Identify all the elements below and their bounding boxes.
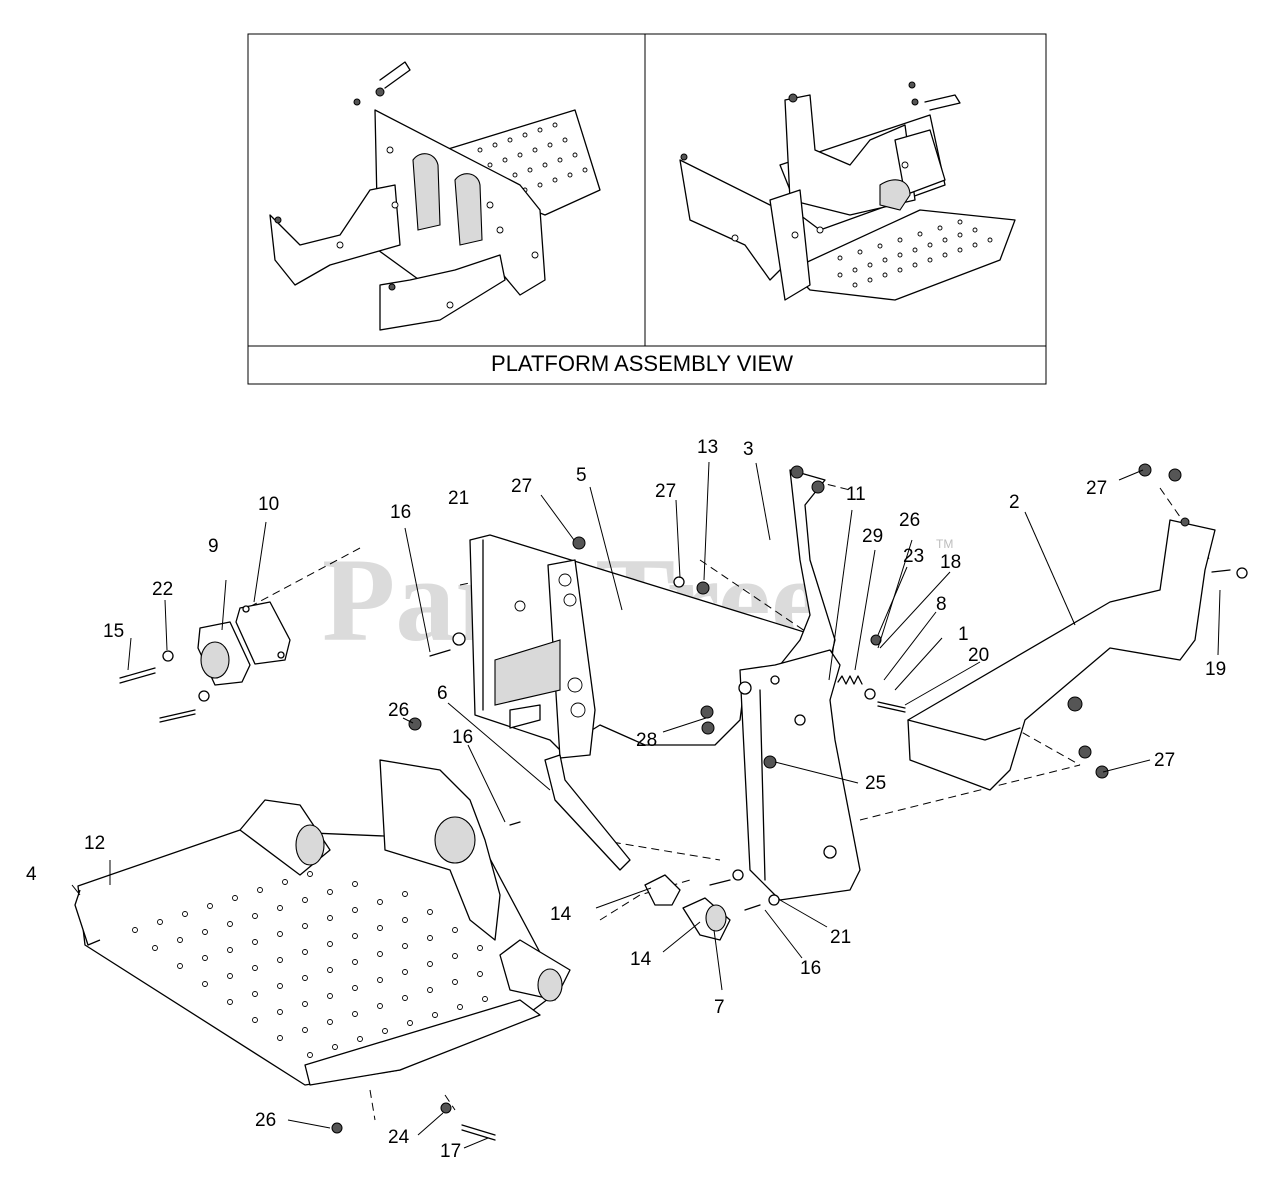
callout-8: 8 [936,594,947,615]
callout-29: 29 [862,526,883,547]
callout-2: 2 [1009,492,1020,513]
callout-26-right: 26 [899,510,920,531]
fasteners-center [709,869,780,911]
part-6-pivot-shaft [509,754,631,871]
callout-7: 7 [714,997,725,1018]
callout-16-right: 16 [800,958,821,979]
callout-26-bottom: 26 [255,1110,276,1131]
callout-22: 22 [152,579,173,600]
assembly-thumbnail-right [679,81,1016,301]
callout-14-lower: 14 [630,949,652,970]
part-11-pivot-bracket [738,649,861,901]
part-14-bushing [644,874,681,906]
callout-3: 3 [743,439,754,460]
callout-18: 18 [940,552,961,573]
part-2-side-bracket [907,517,1216,791]
part-9-rubber-mount [197,621,251,686]
callout-15: 15 [103,621,124,642]
callout-24: 24 [388,1127,410,1148]
callout-25: 25 [865,773,886,794]
callout-9: 9 [208,536,219,557]
fasteners-left [119,536,715,735]
callout-27-right-bottom: 27 [1154,750,1175,771]
assembly-caption: PLATFORM ASSEMBLY VIEW [491,351,793,376]
callout-26-left: 26 [388,700,409,721]
callout-27-center: 27 [655,481,676,502]
callout-23: 23 [903,546,924,567]
callout-5: 5 [576,465,587,486]
leader-lines [71,461,1221,1149]
callout-16-left: 16 [390,502,411,523]
part-4-foot-platform [74,717,571,1141]
callout-12: 12 [84,833,105,854]
exploded-view: 1 2 3 4 5 6 7 8 9 10 11 12 13 14 14 15 1… [26,437,1248,1162]
callout-11: 11 [846,484,866,505]
assembly-view-panel: PLATFORM ASSEMBLY VIEW [247,33,1047,385]
callout-13: 13 [697,437,718,458]
callout-27-left: 27 [511,476,532,497]
assembly-view-frame [247,33,1047,385]
assembly-thumbnail-left [269,61,601,331]
callout-4: 4 [26,864,37,885]
callout-16-center: 16 [452,727,473,748]
callout-10: 10 [258,494,279,515]
callout-labels: 1 2 3 4 5 6 7 8 9 10 11 12 13 14 14 15 1… [26,437,1226,1162]
callout-19: 19 [1205,659,1226,680]
part-3-upright-bracket [779,465,836,681]
callout-21-top: 21 [448,488,469,509]
callout-21-bottom: 21 [830,927,851,948]
callout-6: 6 [437,683,448,704]
spring-hardware [837,463,1248,779]
part-7-bushing [682,897,731,941]
callout-20: 20 [968,645,989,666]
part-10-plate [235,601,291,665]
callout-1: 1 [958,624,969,645]
callout-17: 17 [440,1141,461,1162]
callout-14-upper: 14 [550,904,572,925]
callout-27-right-top: 27 [1086,478,1107,499]
watermark-trademark: TM [936,537,953,551]
callout-28: 28 [636,730,657,751]
part-5-main-frame [469,534,831,759]
